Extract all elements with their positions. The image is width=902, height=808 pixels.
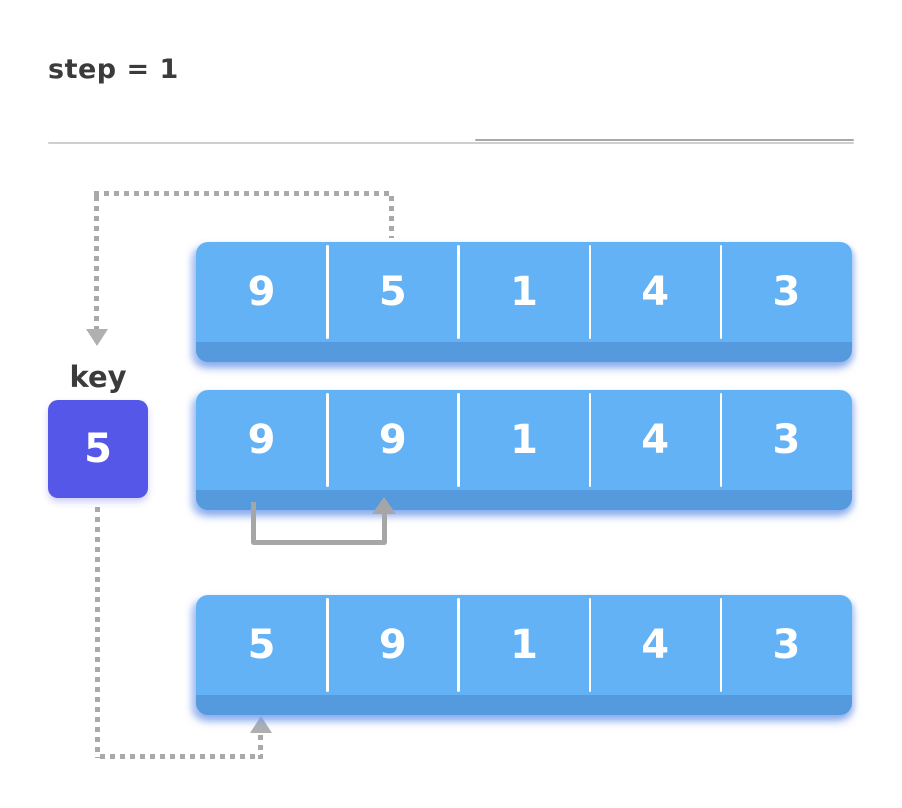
cell-value: 9 [378,417,407,463]
array-bottom-edge [196,695,852,715]
key-box: 5 [48,400,148,498]
dotted-arrow-key-in-segment [100,754,263,759]
dotted-arrow-key-out-segment [94,191,394,196]
array-cell: 9 [196,390,327,490]
array-cell: 4 [588,595,721,695]
shift-arrow [251,502,387,545]
array-cell: 9 [326,390,458,490]
cell-value: 3 [772,622,801,668]
cell-value: 4 [641,417,670,463]
array-cell: 3 [719,242,852,342]
cell-value: 1 [510,417,538,463]
arrow-down-icon [86,329,108,346]
array-cell: 5 [196,595,327,695]
array-bottom-edge [196,490,852,510]
step-label: step = 1 [48,54,179,85]
cell-value: 1 [510,622,538,668]
cell-value: 3 [772,269,801,315]
cell-value: 9 [378,622,407,668]
dotted-arrow-key-in-segment [258,735,263,759]
divider-line-overlay [475,139,854,141]
cell-value: 9 [247,417,276,463]
array-cell: 5 [326,242,458,342]
cell-value: 5 [247,622,276,668]
cell-value: 4 [641,269,670,315]
key-value: 5 [84,426,112,472]
cell-value: 3 [772,417,801,463]
cell-value: 1 [510,269,538,315]
dotted-arrow-key-out-segment [94,196,99,329]
arrow-up-icon [250,716,272,733]
key-label: key [69,360,127,394]
dotted-arrow-key-in-segment [95,507,100,758]
cell-value: 9 [247,269,276,315]
array-bottom-edge [196,342,852,362]
arrow-up-icon [372,497,396,514]
divider-line [48,139,854,144]
array-cell: 4 [588,242,721,342]
cell-value: 4 [641,622,670,668]
array-cell: 1 [457,390,589,490]
array-row-2: 9 9 1 4 3 [196,390,852,510]
array-cell: 1 [457,595,589,695]
array-cell: 3 [719,595,852,695]
array-cell: 1 [457,242,589,342]
array-cell: 9 [196,242,327,342]
array-row-3: 5 9 1 4 3 [196,595,852,715]
array-row-1: 9 5 1 4 3 [196,242,852,362]
array-cell: 4 [588,390,721,490]
array-cell: 9 [326,595,458,695]
cell-value: 5 [378,269,407,315]
dotted-arrow-key-out-segment [389,196,394,238]
array-cell: 3 [719,390,852,490]
